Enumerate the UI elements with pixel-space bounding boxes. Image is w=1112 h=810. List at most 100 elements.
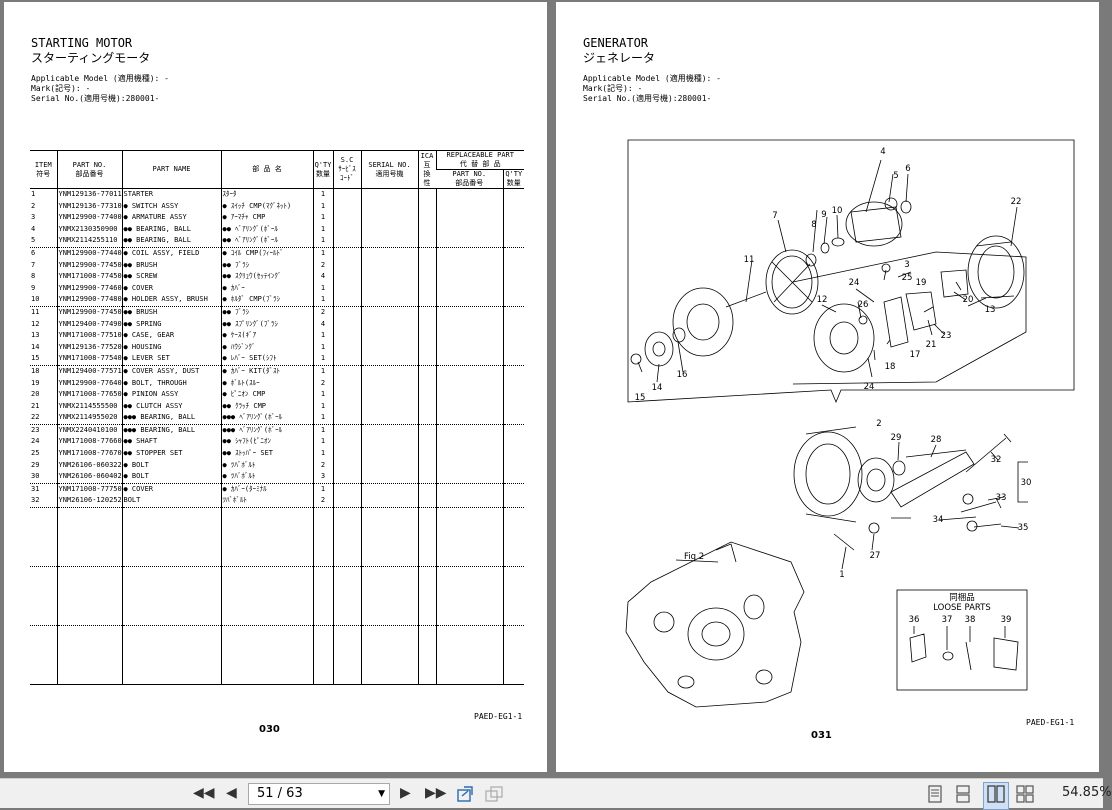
cell-empty: [435, 282, 503, 295]
last-page-icon[interactable]: ▶▶: [425, 785, 447, 801]
cell-item: 6: [30, 246, 57, 260]
cell-empty: [502, 471, 524, 484]
cell-ja: ●● ｸﾗｯﾁ CMP: [220, 400, 313, 413]
cell-empty: [417, 341, 436, 354]
callout-number: 19: [916, 278, 927, 288]
cell-name: ● PINION ASSY: [121, 389, 221, 401]
callout-number: 26: [858, 300, 869, 310]
previous-page-icon[interactable]: ◀: [226, 785, 237, 801]
cell-empty: [360, 471, 418, 484]
cell-name: ● HOLDER ASSY, BRUSH: [121, 294, 221, 307]
two-page-continuous-icon[interactable]: [1016, 785, 1034, 807]
cell-ja: ●● ｽｸﾘｭｳ(ｾｯﾃｲﾝｸﾞ: [220, 271, 313, 283]
cell-empty: [332, 482, 361, 496]
cell-item: 19: [31, 378, 40, 387]
cell-item: 9: [31, 283, 36, 292]
header-line: 代 替 部 品: [459, 160, 501, 168]
cell-empty: [417, 566, 436, 626]
export-icon[interactable]: [456, 785, 476, 807]
callout-number: 10: [832, 206, 843, 216]
cell-qty: 4: [312, 271, 333, 283]
cell-name: ● BOLT, THROUGH: [121, 377, 221, 390]
chevron-down-icon[interactable]: ▼: [378, 789, 385, 799]
cell-item: 25: [31, 449, 40, 458]
cell-part_no: YNM129900-77450: [56, 305, 122, 319]
cell-empty: [502, 423, 524, 437]
cell-empty: [417, 625, 436, 686]
right-page-title: GENERATOR ジェネレータ: [583, 36, 655, 66]
callout-number: 39: [1001, 615, 1012, 625]
cell-empty: [502, 566, 524, 626]
cell-ja: ●● ｽﾌﾟﾘﾝｸﾞ(ﾌﾞﾗｼ: [220, 318, 313, 331]
cell-part_no: YNMX2114255110: [56, 235, 122, 248]
cell-ja: ●● ﾌﾞﾗｼ: [220, 259, 313, 272]
cell-part_no: YNM171008-77660: [56, 436, 122, 449]
cell-qty: 1: [312, 341, 333, 354]
first-page-icon[interactable]: ◀◀: [193, 785, 215, 801]
cell-empty: [502, 412, 524, 425]
cell-ja: ● ｶﾊﾞｰ: [220, 282, 313, 295]
cell-empty: [435, 341, 503, 354]
cell-ja: ● ｽｲｯﾁ CMP(ﾏｸﾞﾈｯﾄ): [220, 200, 313, 213]
continuous-page-icon[interactable]: [955, 785, 971, 807]
two-page-icon[interactable]: [983, 782, 1009, 810]
header-line: ITEM: [34, 160, 52, 169]
page-selector[interactable]: 51 / 63 ▼: [248, 783, 390, 805]
cell-empty: [30, 566, 57, 626]
next-page-icon[interactable]: ▶: [400, 785, 411, 801]
cell-empty: [502, 305, 524, 319]
cell-empty: [435, 495, 503, 508]
cell-empty: [502, 246, 524, 260]
zoom-level[interactable]: 54.85%: [1062, 785, 1112, 800]
cell-part_no: YNM171008-77670: [56, 448, 122, 460]
generator-exploded-diagram: Fig 2 同梱品 LOOSE PARTS 123456789101112131…: [625, 139, 1075, 708]
cell-name: ● COVER: [121, 482, 221, 496]
header-line: PART NO.: [72, 160, 107, 169]
cell-qty: 1: [312, 212, 333, 224]
cell-item: 22: [31, 413, 40, 422]
copy-icon[interactable]: [484, 785, 504, 807]
page-value: 51 / 63: [257, 786, 303, 801]
cell-empty: [502, 377, 524, 390]
callout-number: 9: [821, 210, 826, 220]
cell-empty: [360, 377, 418, 390]
cell-empty: [121, 566, 221, 626]
single-page-icon[interactable]: [927, 785, 943, 807]
cell-ja: ● ﾂﾊﾞﾎﾞﾙﾄ: [220, 471, 313, 484]
cell-part_no: YNM171008-77510: [56, 330, 122, 342]
header-line: PART NAME: [152, 165, 191, 173]
cell-qty: 1: [312, 188, 333, 201]
cell-empty: [435, 235, 503, 248]
callout-number: 28: [931, 435, 942, 445]
cell-empty: [360, 400, 418, 413]
cell-empty: [502, 318, 524, 331]
cell-qty: 1: [312, 448, 333, 460]
loose-parts-ja: 同梱品: [949, 592, 975, 603]
callout-number: 30: [1021, 478, 1032, 488]
callout-number: 2: [876, 419, 881, 429]
header-line: ICA: [420, 151, 434, 160]
callout-number: 6: [905, 164, 910, 174]
cell-ja: ● ﾂﾊﾞﾎﾞﾙﾄ: [220, 459, 313, 472]
cell-empty: [417, 495, 436, 508]
cell-ja: ● ﾚﾊﾞｰ SET(ｼﾌﾄ: [220, 353, 313, 366]
cell-empty: [56, 566, 122, 626]
cell-part_no: YNM129900-77480: [56, 294, 122, 307]
cell-empty: [360, 423, 418, 437]
cell-qty: 1: [312, 482, 333, 496]
serial-no: Serial No.(適用号機):280001-: [583, 94, 712, 103]
applicable-model: Applicable Model (適用機種): -: [31, 74, 169, 83]
cell-empty: [312, 625, 333, 686]
cell-empty: [360, 341, 418, 354]
cell-empty: [417, 305, 436, 319]
cell-ja: ● ﾎﾙﾀﾞ CMP(ﾌﾞﾗｼ: [220, 294, 313, 307]
cell-empty: [502, 271, 524, 283]
header-line: 適用号機: [375, 169, 404, 178]
cell-item: 5: [31, 236, 36, 245]
cell-empty: [417, 200, 436, 213]
